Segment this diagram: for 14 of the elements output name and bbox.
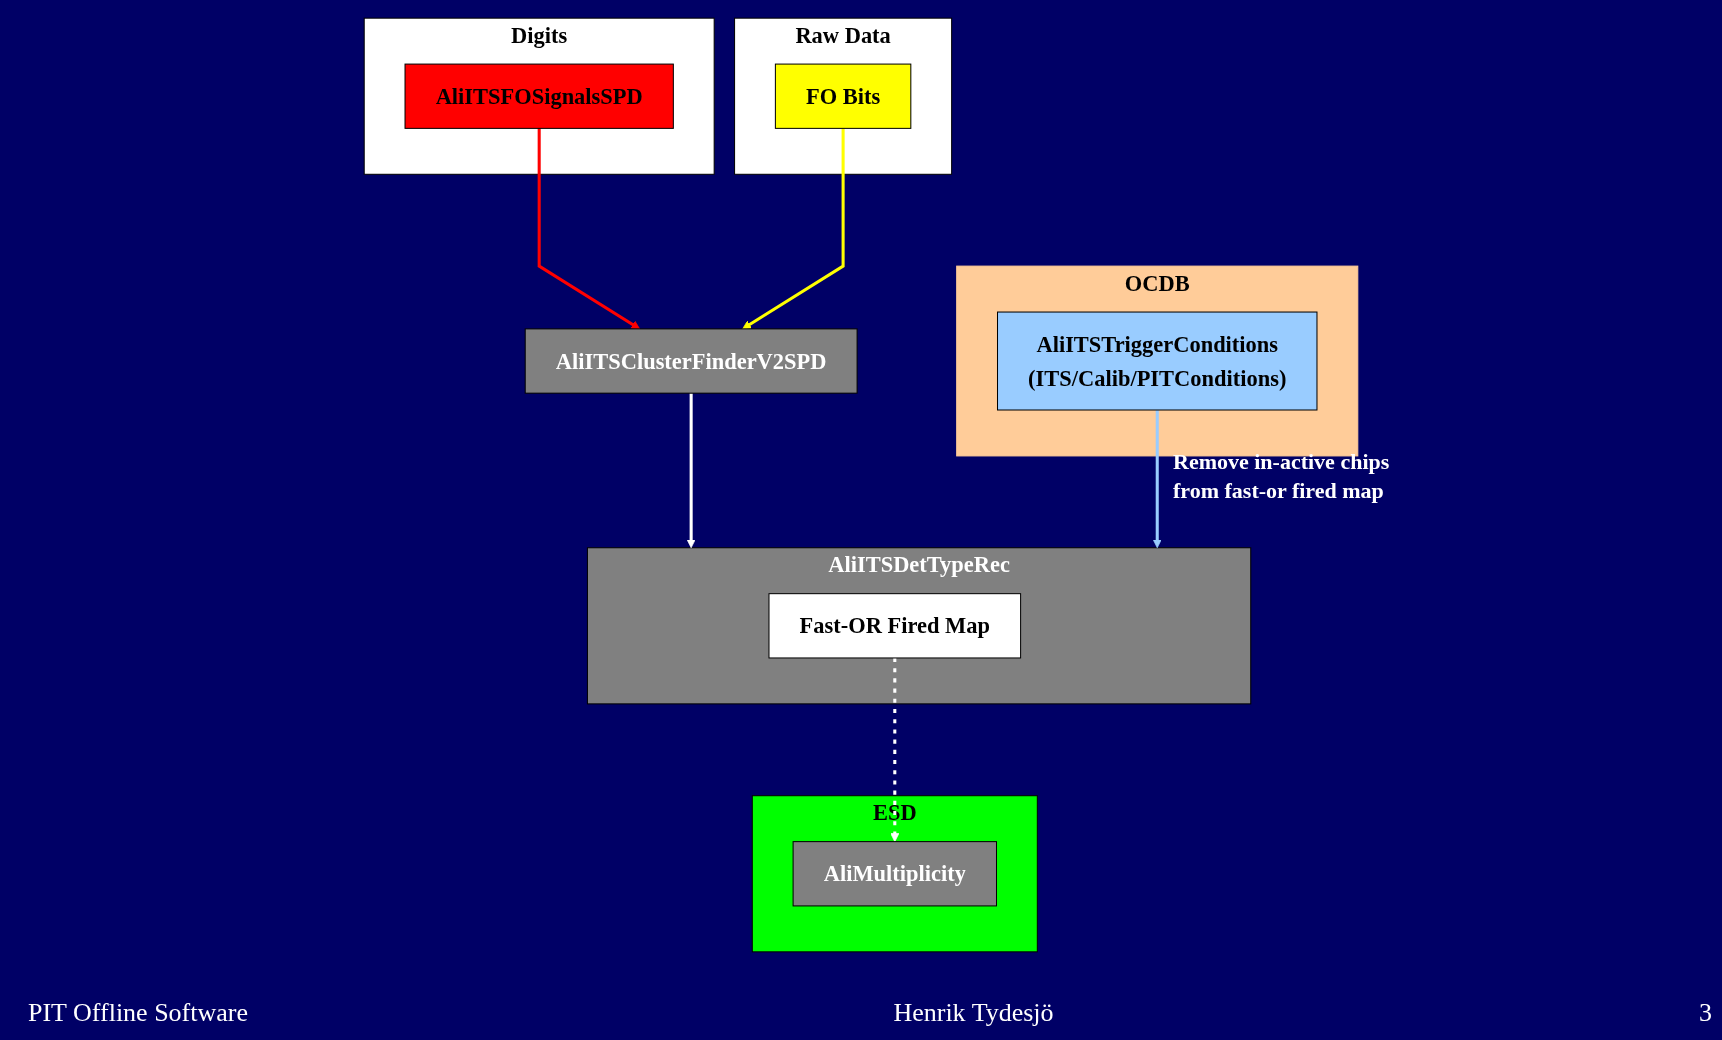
node-box: AliITSClusterFinderV2SPD xyxy=(524,328,858,394)
node-box: AliMultiplicity xyxy=(792,841,997,907)
arrow xyxy=(890,657,900,843)
page-number: 3 xyxy=(1699,998,1712,1028)
node-box: AliITSTriggerConditions (ITS/Calib/PITConditions) xyxy=(997,311,1318,411)
node-box: FO Bits xyxy=(774,63,912,129)
footer-text: Henrik Tydesjö xyxy=(893,998,1054,1028)
node-box: Fast-OR Fired Map xyxy=(768,593,1022,659)
node-box: AliITSFOSignalsSPD xyxy=(404,63,674,129)
arrow xyxy=(686,393,696,549)
arrow xyxy=(742,128,845,330)
arrow xyxy=(1152,410,1162,549)
arrow xyxy=(537,128,641,330)
footer-text: PIT Offline Software xyxy=(28,998,248,1028)
